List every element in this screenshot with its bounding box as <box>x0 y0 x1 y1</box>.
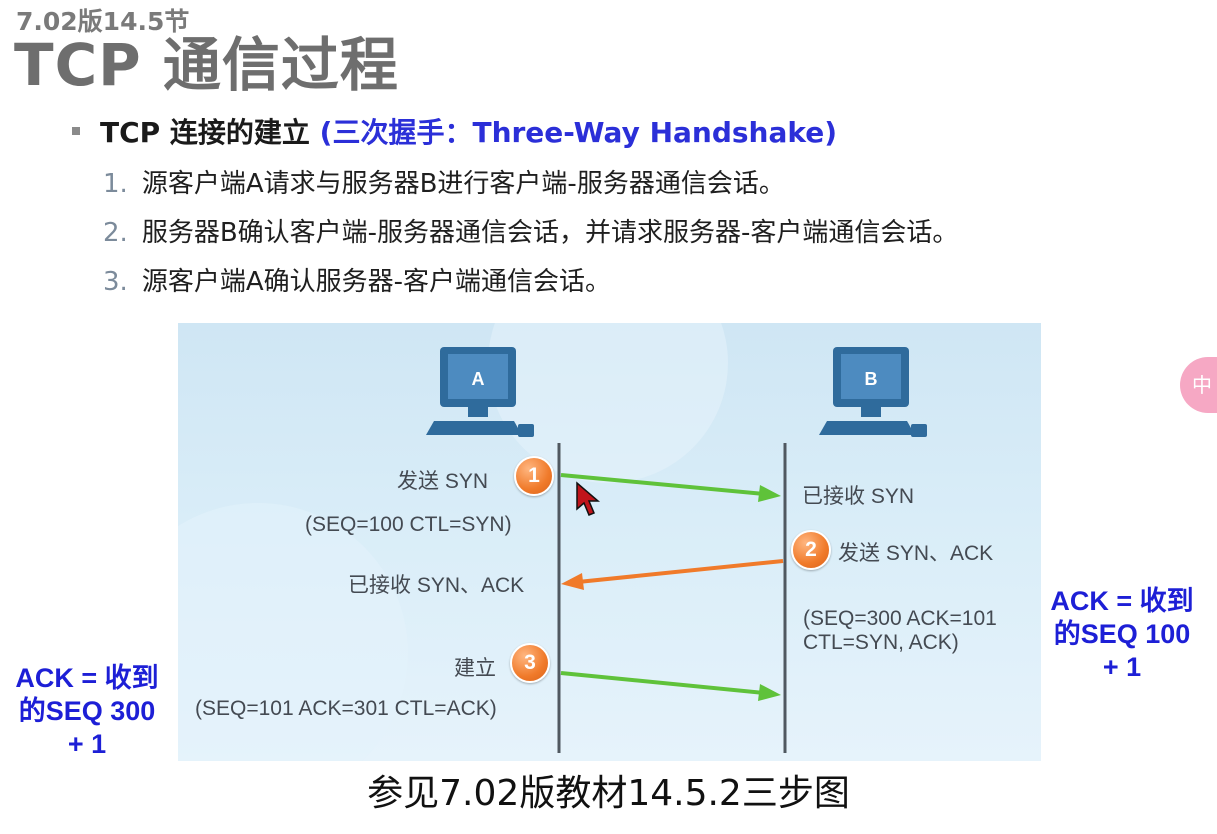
bullet-square-icon <box>72 127 80 135</box>
host-a-label: A <box>472 369 485 389</box>
step-badge-2: 2 <box>791 530 831 570</box>
bullet-heading: TCP 连接的建立 (三次握手：Three-Way Handshake) <box>72 111 837 151</box>
computer-a-icon <box>426 347 534 437</box>
figure-caption: 参见7.02版教材14.5.2三步图 <box>367 773 850 814</box>
step-text: 源客户端A请求与服务器B进行客户端-服务器通信会话。 <box>141 169 785 199</box>
arrow-synack <box>577 559 784 584</box>
step-badge-3: 3 <box>510 643 550 683</box>
mouse-cursor-icon <box>576 481 601 516</box>
list-item: 1. 源客户端A请求与服务器B进行客户端-服务器通信会话。 <box>103 160 958 209</box>
seq3-label: (SEQ=101 ACK=301 CTL=ACK) <box>195 697 497 720</box>
arrow-ack <box>560 671 765 695</box>
list-item: 3. 源客户端A确认服务器-客户端通信会话。 <box>103 258 958 307</box>
version-label: 7.02版14.5节 <box>16 7 190 36</box>
step-number: 1. <box>103 169 128 199</box>
list-item: 2. 服务器B确认客户端-服务器通信会话，并请求服务器-客户端通信会话。 <box>103 209 958 258</box>
step-text: 源客户端A确认服务器-客户端通信会话。 <box>141 267 611 297</box>
step-number: 3. <box>103 267 128 297</box>
step-number: 2. <box>103 218 128 248</box>
bullet-sub-text: (三次握手：Three-Way Handshake) <box>319 116 838 149</box>
arrow-syn <box>560 473 765 496</box>
arrow-syn-head <box>758 485 781 502</box>
step-badge-1: 1 <box>514 456 554 496</box>
send-synack-label: 发送 SYN、ACK <box>838 542 994 565</box>
send-syn-label: 发送 SYN <box>397 470 489 493</box>
host-b-label: B <box>865 369 878 389</box>
recv-synack-label: 已接收 SYN、ACK <box>348 574 525 597</box>
arrow-synack-head <box>561 573 584 590</box>
handshake-diagram: A B <box>178 323 1041 761</box>
recv-syn-label: 已接收 SYN <box>802 485 915 508</box>
ack-note-right: ACK = 收到 的SEQ 100 + 1 <box>1050 586 1194 682</box>
side-floating-button[interactable]: 中 <box>1180 357 1217 413</box>
step-text: 服务器B确认客户端-服务器通信会话，并请求服务器-客户端通信会话。 <box>141 218 959 248</box>
bullet-main-text: TCP 连接的建立 <box>100 116 310 149</box>
seq1-label: (SEQ=100 CTL=SYN) <box>305 513 512 536</box>
bg-circle <box>488 323 728 483</box>
bg-circle <box>178 503 408 761</box>
arrow-ack-head <box>758 684 781 701</box>
ack-note-left: ACK = 收到 的SEQ 300 + 1 <box>15 663 159 759</box>
page-title: TCP 通信过程 <box>14 31 399 99</box>
diagram-svg: A B <box>178 323 927 761</box>
establish-label: 建立 <box>454 657 496 680</box>
computer-b-icon <box>819 347 927 437</box>
seq2-label: (SEQ=300 ACK=101 CTL=SYN, ACK) <box>803 607 997 654</box>
step-list: 1. 源客户端A请求与服务器B进行客户端-服务器通信会话。 2. 服务器B确认客户端… <box>103 160 958 307</box>
